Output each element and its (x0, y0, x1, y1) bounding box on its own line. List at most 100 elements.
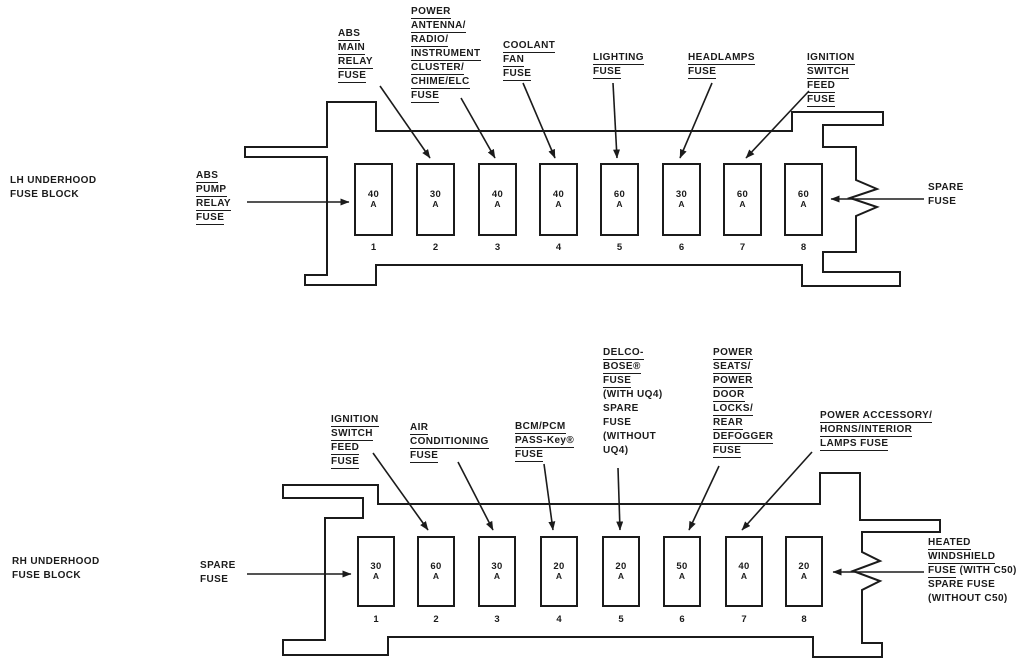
abs-main-relay-fuse-arrow (379, 85, 431, 159)
callout-line-text: FUSE (331, 456, 360, 469)
callout-line-text: REAR (713, 417, 743, 430)
callout-line-text: DELCO- (603, 347, 644, 360)
fuse-number: 8 (801, 614, 807, 625)
fuse-number: 4 (556, 614, 562, 625)
callout-line-text: FEED (807, 80, 836, 93)
fuse-amps: 60 (613, 189, 626, 200)
callout-line-text: HORNS/INTERIOR (820, 424, 913, 437)
headlamps-fuse-arrow (679, 82, 713, 159)
callout-line: AIR (410, 421, 489, 435)
callout-line-text: BCM/PCM (515, 421, 566, 434)
fuse-number: 3 (494, 614, 500, 625)
callout-line: RELAY (196, 197, 231, 211)
callout-line-text: POWER (713, 375, 753, 388)
callout-line-text: INSTRUMENT (411, 48, 481, 61)
callout-line: IGNITION (331, 413, 379, 427)
callout-line: FUSE (331, 455, 379, 469)
callout-line-text: COOLANT (503, 40, 556, 53)
callout-line: IGNITION (807, 51, 855, 65)
fuse-amp-unit: A (739, 199, 746, 209)
callout-line: FUSE (807, 93, 855, 107)
callout-line-text: IGNITION (331, 414, 379, 427)
callout-line-text: POWER (713, 347, 753, 360)
callout-line: UQ4) (603, 444, 663, 458)
callout-line-text: FAN (503, 54, 525, 67)
callout-line: HEADLAMPS (688, 51, 755, 65)
callout-line-text: ANTENNA/ (411, 20, 466, 33)
callout-line-text: LIGHTING (593, 52, 644, 65)
callout-line: CHIME/ELC (411, 75, 481, 89)
fuse-amps: 40 (491, 189, 504, 200)
block-name-line: FUSE BLOCK (10, 189, 79, 200)
callout-line-text: FUSE (603, 375, 632, 388)
block-name-line: RH UNDERHOOD (12, 556, 100, 567)
callout-line-text: RADIO/ (411, 34, 449, 47)
callout-line: FUSE (503, 67, 555, 81)
fuse-number: 4 (555, 242, 562, 253)
callout-line-text: FUSE (196, 212, 225, 225)
fuse-amps: 30 (429, 189, 442, 200)
callout-line-text: (WITHOUT C50) (928, 593, 1008, 604)
fuse-amps: 60 (797, 189, 810, 200)
callout-line: FUSE (410, 449, 489, 463)
callout-line-text: FUSE (410, 450, 439, 463)
callout-line: SWITCH (331, 427, 379, 441)
fuse-amp-unit: A (616, 199, 623, 209)
callout-line-text: POWER ACCESSORY/ (820, 410, 933, 423)
callout-line: FEED (807, 79, 855, 93)
callout-line: LOCKS/ (713, 402, 773, 416)
fuse-amps: 60 (430, 561, 442, 572)
callout-line: WINDSHIELD (928, 550, 1017, 564)
callout-line-text: ABS (196, 170, 219, 183)
callout-line: SPARE (928, 181, 964, 195)
fuse-amp-unit: A (740, 571, 748, 581)
fuse-amp-unit: A (494, 199, 501, 209)
block-name-line: LH UNDERHOOD (10, 175, 97, 186)
callout-line: RADIO/ (411, 33, 481, 47)
callout-line-text: CLUSTER/ (411, 62, 465, 75)
callout-line: FEED (331, 441, 379, 455)
callout-line-text: RELAY (338, 56, 373, 69)
callout-line: SPARE (603, 402, 663, 416)
callout-line: POWER (713, 346, 773, 360)
callout-line-text: SPARE (928, 182, 964, 193)
fuse-number: 6 (679, 614, 685, 625)
fuse-number: 5 (616, 242, 623, 253)
fuse-number: 3 (494, 242, 501, 253)
lh-underhood-fuse-block-name: LH UNDERHOOD FUSE BLOCK (10, 174, 96, 202)
fuse-amps: 20 (798, 561, 810, 572)
callout-line-text: LOCKS/ (713, 403, 754, 416)
callout-line-text: PUMP (196, 184, 227, 197)
ignition-switch-feed-fuse-arrow (372, 452, 429, 531)
bcm-pcm-pass-key-fuse-arrow (543, 463, 556, 531)
callout-line-text: SWITCH (331, 428, 373, 441)
callout-line-text: RELAY (196, 198, 231, 211)
fuse-number: 7 (739, 242, 746, 253)
callout-line-text: AIR (410, 422, 429, 435)
lh-callout-arrows (247, 82, 924, 206)
callout-line-text: POWER (411, 6, 451, 19)
fuse-number: 5 (618, 614, 624, 625)
callout-line: SEATS/ (713, 360, 773, 374)
callout-line: REAR (713, 416, 773, 430)
fuse-amp-unit: A (800, 571, 808, 581)
callout-line-text: SPARE (200, 560, 236, 571)
fuse-number: 7 (741, 614, 747, 625)
callout-line: POWER ACCESSORY/ (820, 409, 933, 423)
